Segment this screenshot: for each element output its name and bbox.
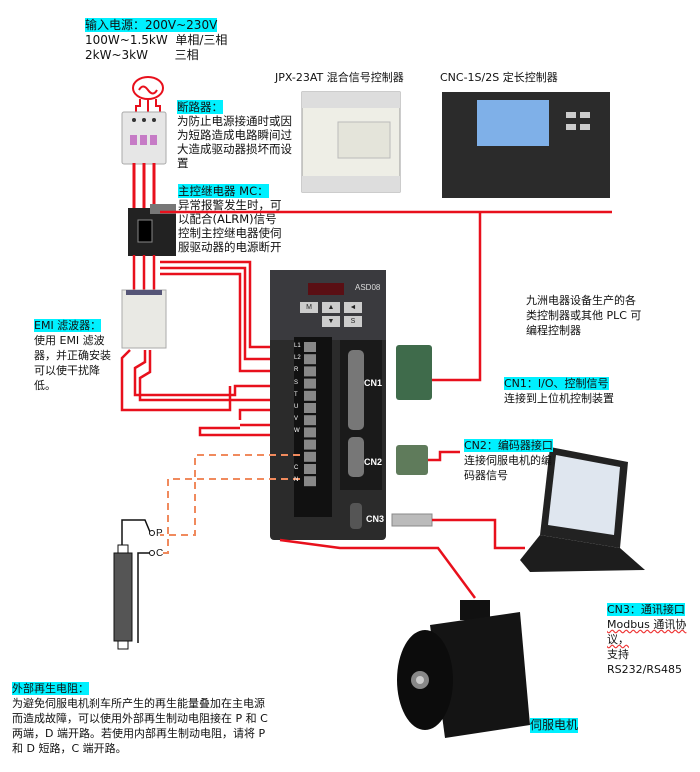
terminal-screw (304, 451, 316, 462)
circuit-breaker-icon (121, 111, 167, 165)
drive-key-button[interactable]: ◄ (344, 302, 362, 313)
power-range-1: 100W~1.5kW 单相/三相 (85, 33, 228, 47)
breaker-note: 断路器：为防止电源接通时或因为短路造成电路瞬间过大造成驱动器损坏而设置 (177, 100, 301, 170)
resistor-terminal-c: C (156, 548, 164, 559)
contactor-desc: 异常报警发生时，可以配合(ALRM)信号控制主控继电器使伺服驱动器的电源断开 (178, 198, 282, 254)
cn2-plug-icon (396, 445, 428, 475)
terminal-label: C (294, 465, 299, 471)
contactor-title: 主控继电器 MC： (178, 184, 269, 198)
cn3-title: CN3：通讯接口 (607, 603, 685, 616)
servo-motor-icon (397, 600, 530, 738)
terminal-screw (304, 366, 316, 377)
drive-key-button[interactable]: S (344, 316, 362, 327)
terminal-label: L1 (294, 343, 301, 349)
plc-controller-icon (301, 91, 401, 193)
cn2-desc: 连接伺服电机的编码器信号 (464, 454, 552, 482)
terminal-label: W (294, 428, 300, 435)
cn3-port-label: CN3 (366, 514, 385, 524)
cn1-title: CN1：I/O、控制信号 (504, 377, 609, 390)
terminal-screw (304, 415, 316, 426)
length-controller-label: CNC-1S/2S 定长控制器 (440, 71, 558, 84)
terminal-label: T (294, 391, 298, 398)
cn1-port-label: CN1 (364, 378, 383, 388)
drive-model: ASD08 (355, 283, 381, 292)
terminal-label: L2 (294, 355, 301, 362)
terminal-screw (304, 464, 316, 474)
terminal-label: U (294, 404, 299, 410)
drive-key-button[interactable]: M (300, 302, 318, 313)
laptop-computer-icon (520, 447, 645, 572)
cn2-title: CN2：编码器接口 (464, 439, 553, 452)
terminal-screw (304, 403, 316, 413)
controllers-note: 九洲电器设备生产的各类控制器或其他 PLC 可编程控制器 (526, 294, 642, 337)
terminal-label: V (294, 416, 299, 423)
terminal-label: S (294, 379, 299, 386)
drive-key-button[interactable]: ▲ (322, 302, 340, 313)
servo-drive-icon (270, 270, 386, 540)
regen-note: 外部再生电阻： 为避免伺服电机刹车所产生的再生能量叠加在主电源而造成故障，可以使用… (12, 681, 274, 756)
cn2-port-label: CN2 (364, 457, 383, 467)
resistor-terminal-p: P (156, 528, 163, 539)
contactor-note: 主控继电器 MC：异常报警发生时，可以配合(ALRM)信号控制主控继电器使伺服驱… (178, 184, 282, 254)
regen-desc: 为避免伺服电机刹车所产生的再生能量叠加在主电源而造成故障，可以使用外部再生制动电… (12, 697, 268, 755)
terminal-screw (304, 342, 316, 352)
ac-source-icon (132, 76, 164, 114)
cn3-desc-support: 支持 RS232/RS485 (607, 648, 682, 676)
terminal-screw (304, 390, 316, 401)
regen-title: 外部再生电阻： (12, 682, 89, 695)
power-input-title: 输入电源：200V~230V (85, 18, 218, 32)
breaker-title: 断路器： (177, 100, 223, 114)
breaker-desc: 为防止电源接通时或因为短路造成电路瞬间过大造成驱动器损坏而设置 (177, 114, 292, 170)
main-contactor-icon (128, 204, 176, 256)
terminal-label: R (294, 367, 299, 374)
terminal-label: N (294, 477, 299, 484)
cn1-plug-icon (396, 345, 432, 400)
cn3-note: CN3：通讯接口 Modbus 通讯协议，支持 RS232/RS485 (607, 602, 700, 677)
terminal-screw (304, 378, 316, 389)
terminal-screw (304, 427, 316, 438)
terminal-screw (304, 354, 316, 365)
plc-label: JPX-23AT 混合信号控制器 (275, 71, 404, 84)
drive-key-button[interactable]: ▼ (322, 316, 340, 327)
motor-label: 伺服电机 (530, 718, 579, 733)
regen-resistor-icon (113, 519, 155, 650)
cn2-note: CN2：编码器接口连接伺服电机的编码器信号 (464, 438, 558, 483)
emi-filter-icon (121, 289, 167, 349)
cn3-desc-protocol: Modbus 通讯协议， (607, 618, 687, 646)
emi-desc: 使用 EMI 滤波器，并正确安装可以使干扰降低。 (34, 334, 111, 392)
cn1-desc: 连接到上位机控制装置 (504, 392, 614, 405)
terminal-screw (304, 439, 316, 450)
emi-title: EMI 滤波器： (34, 319, 102, 332)
terminal-screw (304, 476, 316, 487)
power-range-2: 2kW~3kW 三相 (85, 48, 199, 62)
emi-note: EMI 滤波器： 使用 EMI 滤波器，并正确安装可以使干扰降低。 (34, 318, 112, 393)
length-controller-icon (442, 92, 610, 198)
cn1-note: CN1：I/O、控制信号连接到上位机控制装置 (504, 376, 614, 406)
cn3-usb-plug-icon (391, 513, 433, 527)
